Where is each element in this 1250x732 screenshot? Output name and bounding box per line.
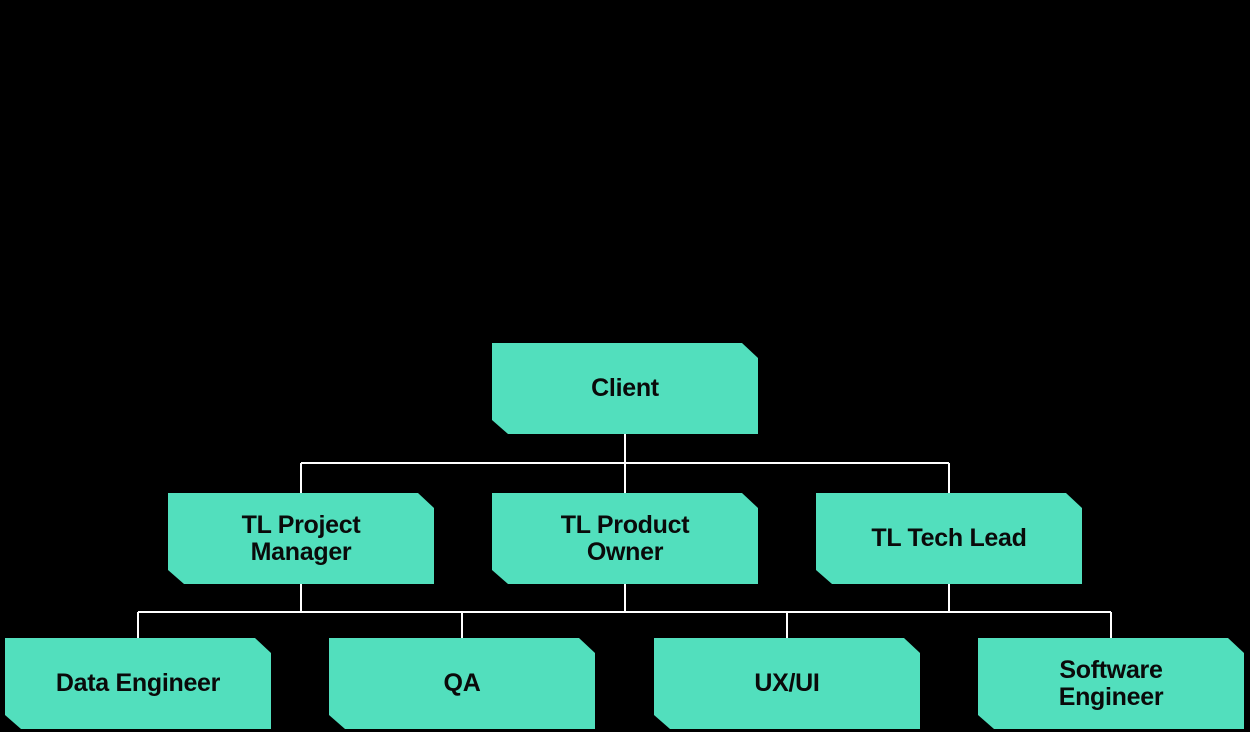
node-client-label: Client (591, 374, 659, 402)
node-client: Client (492, 343, 758, 434)
node-tl-project-manager: TL Project Manager (168, 493, 434, 584)
node-qa-label: QA (443, 669, 481, 697)
node-software-engineer: Software Engineer (978, 638, 1244, 729)
node-tl-product-owner: TL Product Owner (492, 493, 758, 584)
node-ux-ui: UX/UI (654, 638, 920, 729)
node-tl-tech-lead: TL Tech Lead (816, 493, 1082, 584)
node-tl-product-owner-label: TL Product Owner (560, 510, 690, 566)
node-data-engineer: Data Engineer (5, 638, 271, 729)
node-qa: QA (329, 638, 595, 729)
node-tl-tech-lead-label: TL Tech Lead (871, 524, 1027, 552)
node-ux-ui-label: UX/UI (754, 669, 820, 697)
node-tl-project-manager-label: TL Project Manager (241, 510, 361, 566)
node-software-engineer-label: Software Engineer (1058, 655, 1164, 711)
node-data-engineer-label: Data Engineer (55, 669, 221, 697)
